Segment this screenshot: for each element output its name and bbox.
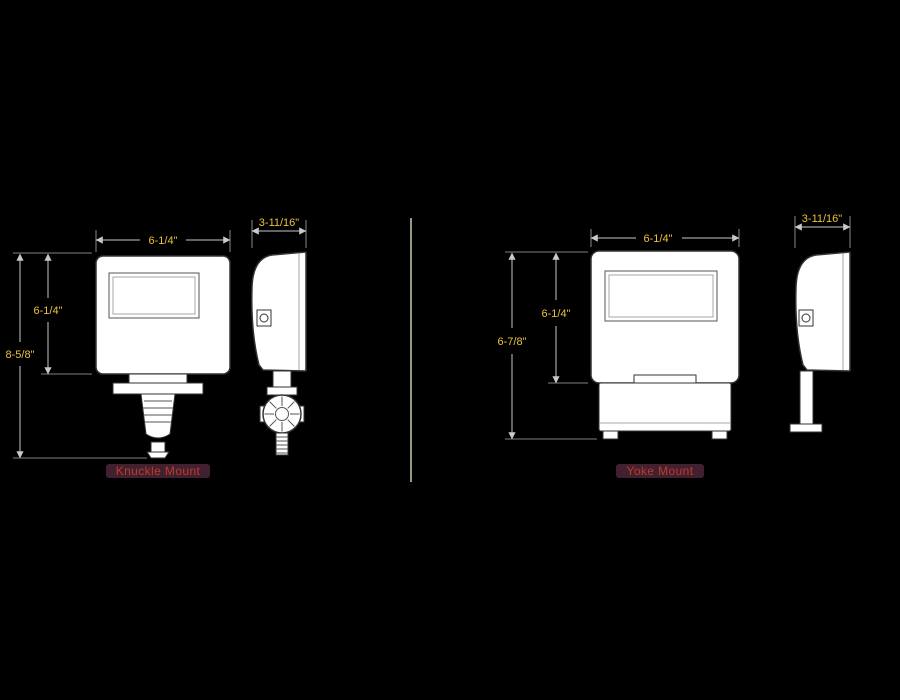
mount-crossbar: [112, 382, 204, 395]
lens-window: [108, 272, 200, 319]
dim-knuckle-total-height-label: 8-5/8": [6, 349, 35, 361]
dim-yoke-width-label: 6-1/4": [644, 233, 673, 245]
knuckle-stem: [150, 441, 166, 453]
yoke-mount-side-view: [789, 251, 851, 433]
knuckle-dimensions: 6-1/4" 3-11/16" 6-1/4" 8-5/8": [6, 217, 307, 459]
yoke-mount-label: Yoke Mount: [627, 464, 694, 478]
lens-window: [604, 270, 718, 322]
yoke-dimension-lines: [508, 223, 851, 440]
knuckle-collar: [266, 386, 298, 396]
dim-yoke-total-height-label: 6-7/8": [498, 336, 527, 348]
threaded-stem-threads: [276, 436, 288, 454]
fixture-body-side: [251, 251, 307, 372]
pivot-screw: [259, 313, 269, 323]
threaded-stem: [275, 432, 289, 456]
yoke-dimensions: 6-1/4" 3-11/16" 6-1/4" 6-7/8": [498, 213, 851, 440]
yoke-label-highlight: [616, 464, 704, 478]
knuckle-connector: [272, 370, 292, 388]
yoke-arm: [799, 370, 814, 425]
knuckle-dimension-lines: [16, 227, 307, 459]
knuckle-mount-label: Knuckle Mount: [116, 464, 201, 478]
knuckle-knob-spokes: [264, 396, 300, 432]
knuckle-knob-hub: [275, 407, 289, 421]
yoke-mount-front-view: [590, 250, 740, 440]
knuckle-label-highlight: [106, 464, 210, 478]
knuckle-base: [146, 451, 170, 459]
fixture-body-side: [795, 251, 851, 372]
foot-left: [602, 430, 619, 440]
bottom-tab: [633, 374, 697, 384]
lens-window-inner: [112, 276, 196, 315]
dim-knuckle-body-height-label: 6-1/4": [34, 305, 63, 317]
foot-right: [711, 430, 728, 440]
dim-yoke-body-height-label: 6-1/4": [542, 308, 571, 320]
knuckle-arm: [140, 393, 176, 439]
knuckle-mount-front-view: [95, 255, 231, 459]
driver-box: [598, 382, 732, 432]
knuckle-arm-ribs: [143, 400, 173, 423]
mount-neck: [128, 373, 188, 384]
knuckle-mount-side-view: [251, 251, 307, 456]
pivot-screw: [801, 313, 811, 323]
yoke-foot: [789, 423, 823, 433]
fixture-body-front: [95, 255, 231, 375]
dim-yoke-depth-label: 3-11/16": [802, 213, 842, 225]
dim-knuckle-depth-label: 3-11/16": [259, 217, 299, 229]
lens-window-inner: [608, 274, 714, 318]
dim-knuckle-width-label: 6-1/4": [149, 235, 178, 247]
